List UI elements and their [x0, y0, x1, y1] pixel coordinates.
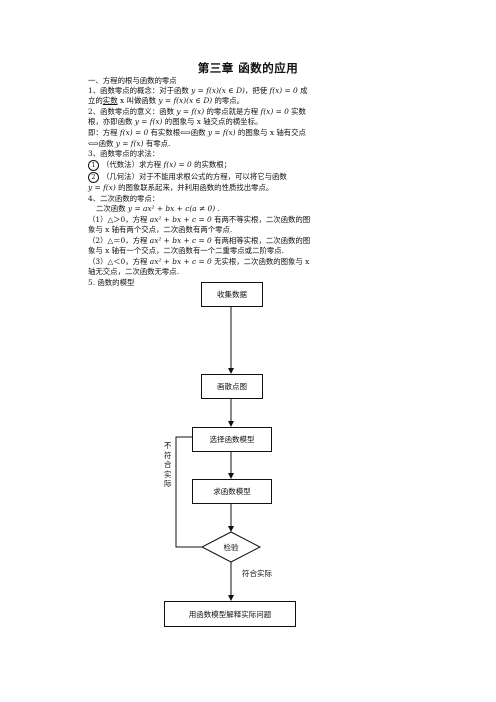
flow-label-fit: 符合实际 — [242, 569, 272, 578]
flow-node-solve-model: 求函数模型 — [192, 479, 272, 504]
text: （3）△＜0，方程 — [88, 257, 150, 266]
text-line-7: ⟺函数 y = f(x) 有零点. — [88, 139, 408, 149]
flow-node-choose-model: 选择函数模型 — [192, 427, 272, 452]
text: （代数法）求方程 — [102, 160, 164, 169]
math: ax² + bx + c = 0 — [149, 215, 212, 224]
text: 实数 — [288, 107, 306, 116]
math: y = f(x)(x ∈ D) — [191, 86, 245, 95]
math: y = f(x) — [176, 107, 205, 116]
text-line-14: （1）△＞0，方程 ax² + bx + c = 0 有两不等实根，二次函数的图 — [88, 215, 408, 225]
text: 的图象与 x 轴交点的横坐标。 — [162, 117, 263, 126]
text-line-3: 立的实数 x 叫做函数 y = f(x)(x ∈ D) 的零点。 — [88, 96, 408, 106]
text-line-6: 即：方程 f(x) = 0 有实数根⟺函数 y = f(x) 的图象与 x 轴有… — [88, 128, 408, 138]
text: 有两不等实根，二次函数的图 — [211, 215, 311, 224]
text: 即：方程 — [88, 128, 120, 137]
text: 的实数根； — [191, 160, 232, 169]
math: y = ax² + bx + c(a ≠ 0) — [127, 204, 216, 213]
text: 二次函数 — [96, 204, 128, 213]
flow-node-collect-data: 收集数据 — [201, 282, 263, 307]
text: （几何法）对于不能用求根公式的方程，可以将它与函数 — [102, 172, 287, 181]
section-heading-3: 3、函数零点的求法： — [88, 149, 160, 158]
text: x 叫做函数 — [117, 96, 159, 105]
text: （2）△＝0，方程 — [88, 236, 150, 245]
text-line-10: 2（几何法）对于不能用求根公式的方程，可以将它与函数 — [88, 172, 408, 183]
text-line-16: （2）△＝0，方程 ax² + bx + c = 0 有两相等实根，二次函数的图 — [88, 236, 408, 246]
text: 立的 — [88, 96, 103, 105]
text: 的零点就是方程 — [204, 107, 261, 116]
flow-node-apply-model: 用函数模型解释实际问题 — [164, 601, 296, 627]
text: 无实根，二次函数的图象与 x — [211, 257, 310, 266]
text-line-4: 2、函数零点的意义：函数 y = f(x) 的零点就是方程 f(x) = 0 实… — [88, 107, 408, 117]
text-line-5: 根，亦即函数 y = f(x) 的图象与 x 轴交点的横坐标。 — [88, 117, 408, 127]
math: y = f(x) — [134, 117, 163, 126]
text: ⟺函数 — [88, 139, 116, 148]
math: y = f(x) — [207, 128, 236, 137]
section-heading-1: 一、方程的根与函数的零点 — [88, 76, 177, 85]
text: 2、函数零点的意义：函数 — [88, 107, 177, 116]
math: f(x) = 0 — [163, 160, 192, 169]
text: ，把使 — [244, 86, 270, 95]
text-line-2: 1、函数零点的概念：对于函数 y = f(x)(x ∈ D)，把使 f(x) =… — [88, 86, 408, 96]
text: 的图象联系起来，并利用函数的性质找出零点。 — [115, 183, 274, 192]
flow-node-scatter-plot: 画散点图 — [201, 374, 263, 399]
text: . — [215, 204, 220, 213]
text: 根，亦即函数 — [88, 117, 135, 126]
math: f(x) = 0 — [119, 128, 149, 137]
flow-label-not-fit: 不符合实际 — [164, 441, 172, 488]
text: 有零点. — [143, 139, 171, 148]
text: 1、函数零点的概念：对于函数 — [88, 86, 192, 95]
text: 成 — [297, 86, 308, 95]
chapter-title: 第三章 函数的应用 — [197, 61, 299, 75]
math: ax² + bx + c = 0 — [149, 257, 212, 266]
text-line-15: 象与 x 轴有两个交点，二次函数有两个零点. — [88, 225, 233, 234]
math: y = f(x) — [88, 183, 116, 192]
text: 的零点。 — [212, 96, 245, 105]
underlined-text: 实数 — [102, 96, 118, 105]
text: 有实数根⟺函数 — [148, 128, 208, 137]
text-line-11: y = f(x) 的图象联系起来，并利用函数的性质找出零点。 — [88, 183, 408, 193]
math: f(x) = 0 — [269, 86, 298, 95]
circled-number-2: 2 — [88, 172, 99, 183]
text-line-13: 二次函数 y = ax² + bx + c(a ≠ 0) . — [96, 204, 416, 214]
text: （1）△＞0，方程 — [88, 215, 150, 224]
text: 的图象与 x 轴有交点 — [235, 128, 306, 137]
text-line-19: 轴无交点，二次函数无零点. — [88, 267, 180, 276]
section-heading-4: 4、二次函数的零点： — [88, 194, 160, 203]
flow-node-check-label: 检验 — [223, 543, 239, 552]
circled-number-1: 1 — [88, 160, 99, 171]
text-line-9: 1（代数法）求方程 f(x) = 0 的实数根； — [88, 160, 408, 171]
text: 有两相等实根，二次函数的图 — [211, 236, 311, 245]
section-heading-5: 5. 函数的模型 — [88, 278, 135, 287]
math: y = f(x) — [115, 139, 144, 148]
math: y = f(x)(x ∈ D) — [158, 96, 213, 105]
math: f(x) = 0 — [260, 107, 289, 116]
math: ax² + bx + c = 0 — [149, 236, 212, 245]
text-line-17: 象与 x 轴有一个交点，二次函数有一个二重零点或二阶零点. — [88, 246, 284, 255]
text-line-18: （3）△＜0，方程 ax² + bx + c = 0 无实根，二次函数的图象与 … — [88, 257, 408, 267]
